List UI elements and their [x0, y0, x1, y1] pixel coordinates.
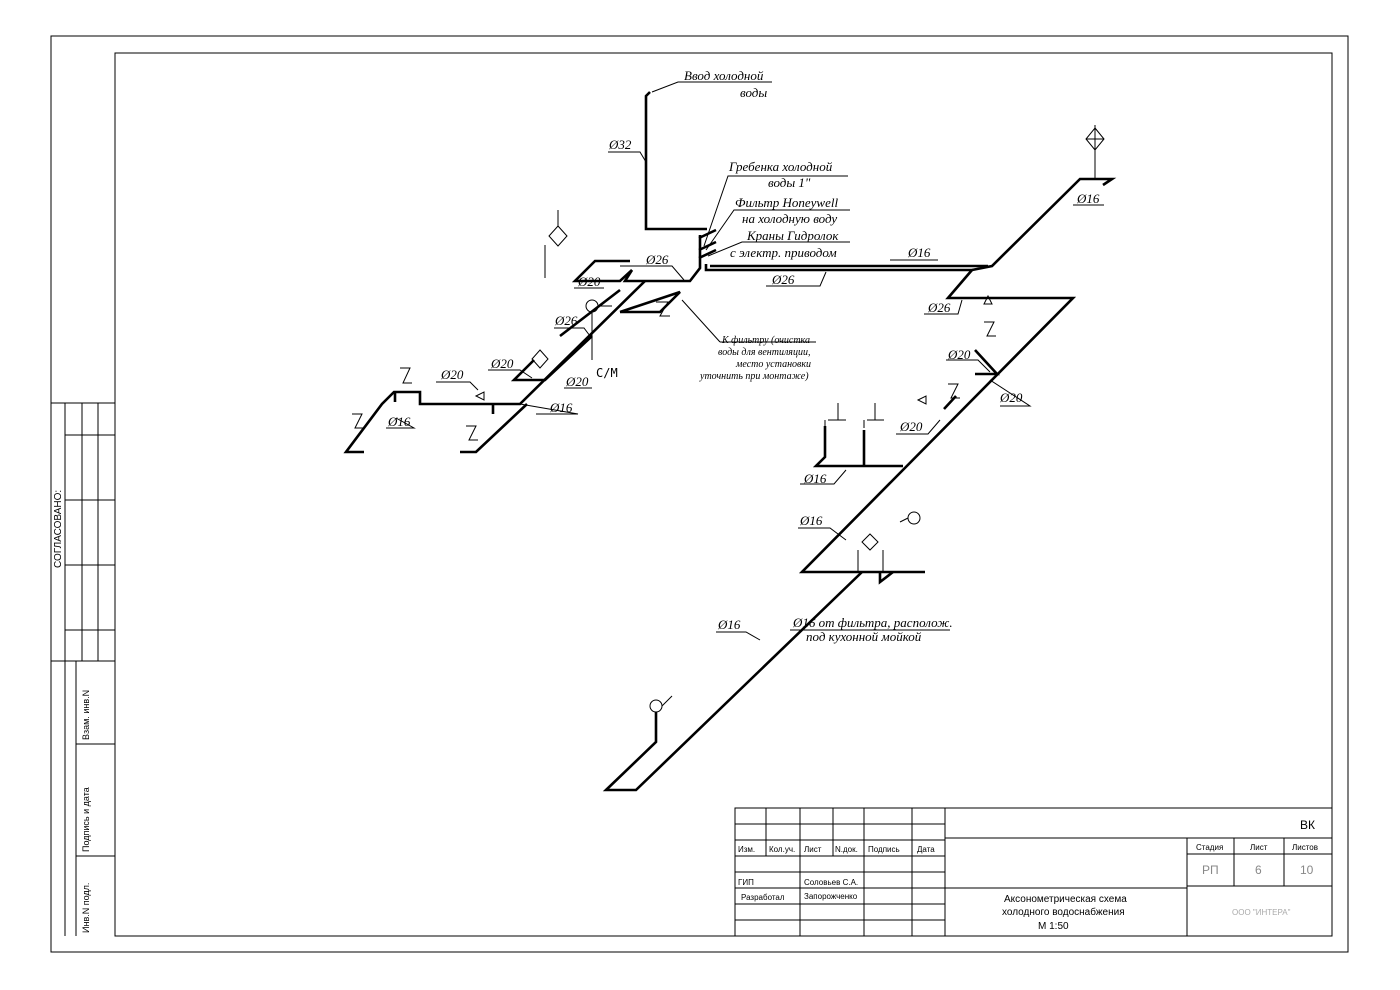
name-developer: Запорожченко — [804, 892, 858, 901]
d20-label-e: Ø20 — [490, 356, 514, 371]
d16-main-label: Ø16 — [907, 245, 931, 260]
to-filter-label-1: К фильтру (очистка — [721, 335, 810, 346]
title-line-2: холодного водоснабжения — [1002, 906, 1125, 918]
valve-symbol — [698, 240, 717, 252]
meter-label: С/М — [596, 366, 618, 380]
sheets-label: Листов — [1292, 843, 1318, 852]
signature-date-label: Подпись и дата — [81, 787, 91, 852]
d16-label-d: Ø16 — [799, 513, 823, 528]
faucet-icon-3 — [907, 511, 921, 525]
header-date: Дата — [917, 845, 935, 854]
role-developer: Разработал — [741, 893, 785, 902]
inlet-label-2: воды — [740, 85, 767, 100]
branch-16-left — [460, 403, 528, 454]
upper-right-pipe — [971, 177, 1117, 272]
to-filter-label-2: воды для вентиляции, — [718, 347, 810, 358]
d20-label-c: Ø20 — [999, 390, 1023, 405]
header-kolvo: Кол.уч. — [769, 845, 795, 854]
d20-label-b: Ø20 — [947, 347, 971, 362]
left-stamp: СОГЛАСОВАНО: Взам. инв.N Подпись и дата … — [51, 402, 115, 936]
role-gip: ГИП — [738, 878, 754, 887]
d26-label-a: Ø26 — [645, 252, 669, 267]
d20-label-a: Ø20 — [577, 274, 601, 289]
inner-frame — [114, 52, 1333, 937]
sheet-value: 6 — [1255, 863, 1262, 877]
wc-icon — [352, 301, 996, 441]
faucet-icon-2 — [649, 699, 663, 713]
vzam-inv-label: Взам. инв.N — [81, 690, 91, 740]
main-right-pipe — [704, 264, 1077, 574]
fixtures — [352, 125, 1105, 713]
tap-icon — [1085, 125, 1105, 180]
filter-label-2: на холодную воду — [742, 211, 837, 226]
kitchen-pipe — [602, 571, 863, 792]
org-name: ООО "ИНТЕРА" — [1232, 908, 1291, 917]
d20-label-g: Ø20 — [440, 367, 464, 382]
labels: Ввод холодной воды Ø32 Гребенка холодной… — [387, 68, 1100, 644]
leaders — [386, 81, 1104, 641]
header-list: Лист — [804, 845, 822, 854]
d16-label-e: Ø16 — [717, 617, 741, 632]
branch-20-upper-left — [571, 259, 633, 283]
inlet-label-1: Ввод холодной — [684, 68, 764, 83]
header-signature: Подпись — [868, 845, 900, 854]
branch-20-right — [974, 349, 1000, 376]
mixer-icon-2 — [861, 533, 879, 551]
d20-label-d: Ø20 — [899, 419, 923, 434]
branch-16-right — [812, 426, 903, 468]
d26-label-c: Ø26 — [927, 300, 951, 315]
title-block: ВК Изм. Кол.уч. Лист N.док. Подпись Дата… — [734, 807, 1333, 937]
stage-label: Стадия — [1196, 843, 1223, 852]
valves-label-1: Краны Гидролок — [746, 228, 839, 243]
mixer-icon — [531, 349, 549, 369]
d26-label-b: Ø26 — [771, 272, 795, 287]
header-izm: Изм. — [738, 845, 755, 854]
inv-podl-label: Инв.N подл. — [81, 883, 91, 933]
inlet-pipe — [644, 91, 707, 231]
title-scale: М 1:50 — [1038, 921, 1069, 932]
branch-20-left — [510, 335, 593, 382]
to-filter-label-4: уточнить при монтаже) — [699, 371, 809, 382]
kitchen-label-1: Ø16 от фильтра, располож. — [792, 615, 953, 630]
check-valve-icon-2 — [916, 395, 927, 405]
valves-label-2: с электр. приводом — [730, 245, 837, 260]
stage-value: РП — [1202, 863, 1219, 877]
sheets-value: 10 — [1300, 863, 1314, 877]
manifold-label-2: воды 1" — [768, 175, 811, 190]
d20-label-f: Ø20 — [565, 374, 589, 389]
d16-label-c: Ø16 — [803, 471, 827, 486]
d16-label-b: Ø16 — [387, 414, 411, 429]
shower-icon — [824, 403, 884, 428]
manifold-label-1: Гребенка холодной — [728, 159, 833, 174]
d26-label-d: Ø26 — [554, 313, 578, 328]
d32-label: Ø32 — [608, 137, 632, 152]
valve-symbol-2 — [698, 248, 717, 260]
outer-frame — [50, 35, 1349, 953]
header-ndoc: N.док. — [835, 845, 858, 854]
project-code: ВК — [1300, 818, 1315, 832]
left-pipe — [343, 280, 646, 454]
filter-branch — [619, 290, 681, 314]
d16-label-a: Ø16 — [549, 400, 573, 415]
name-gip: Соловьев С.А. — [804, 878, 858, 887]
kitchen-label-2: под кухонной мойкой — [806, 629, 922, 644]
title-line-1: Аксонометрическая схема — [1004, 894, 1127, 905]
filter-label-1: Фильтр Honeywell — [735, 195, 838, 210]
pipe-network — [343, 91, 1117, 792]
check-valve-icon — [474, 391, 485, 401]
valve-icon — [544, 210, 568, 278]
branch-16-lower — [878, 570, 894, 585]
sheet-label: Лист — [1250, 843, 1268, 852]
filter-symbol — [698, 228, 717, 240]
to-filter-label-3: место установки — [735, 359, 811, 370]
agreed-label: СОГЛАСОВАНО: — [53, 490, 64, 568]
d16-top-label: Ø16 — [1076, 191, 1100, 206]
